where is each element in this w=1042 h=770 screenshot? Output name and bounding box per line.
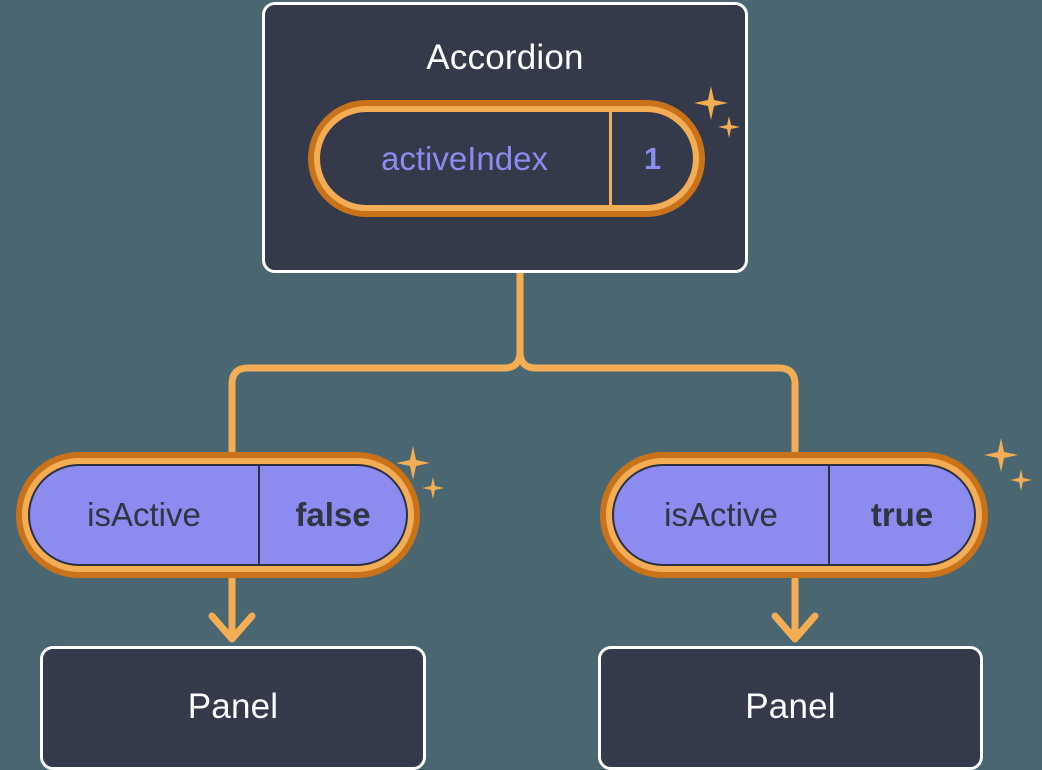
prop-pill-is-active-right-inner: isActive true	[612, 464, 976, 566]
prop-pill-is-active-right-value: true	[828, 466, 974, 564]
component-title-panel-right: Panel	[745, 687, 836, 726]
state-pill-active-index-inner: activeIndex 1	[320, 112, 693, 205]
arrowhead-right-panel-icon	[771, 612, 819, 643]
state-pill-active-index-key: activeIndex	[381, 139, 548, 177]
connector-accordion-to-children	[516, 268, 799, 456]
component-box-panel-left[interactable]: Panel	[40, 646, 426, 770]
state-pill-active-index-value: 1	[609, 112, 693, 205]
prop-pill-is-active-left-value: false	[258, 466, 406, 564]
connector-accordion-to-left-child	[228, 348, 524, 456]
component-title-panel-left: Panel	[187, 687, 279, 726]
arrowhead-left-panel-icon	[208, 612, 256, 643]
prop-pill-is-active-left[interactable]: isActive false	[16, 452, 420, 578]
prop-pill-is-active-right[interactable]: isActive true	[600, 452, 988, 578]
prop-pill-is-active-left-inner: isActive false	[28, 464, 408, 566]
prop-pill-is-active-left-key: isActive	[87, 496, 201, 533]
component-title-accordion: Accordion	[426, 38, 584, 77]
state-pill-active-index[interactable]: activeIndex 1	[308, 100, 705, 217]
component-box-panel-right[interactable]: Panel	[598, 646, 983, 770]
prop-pill-is-active-right-key: isActive	[664, 496, 778, 533]
